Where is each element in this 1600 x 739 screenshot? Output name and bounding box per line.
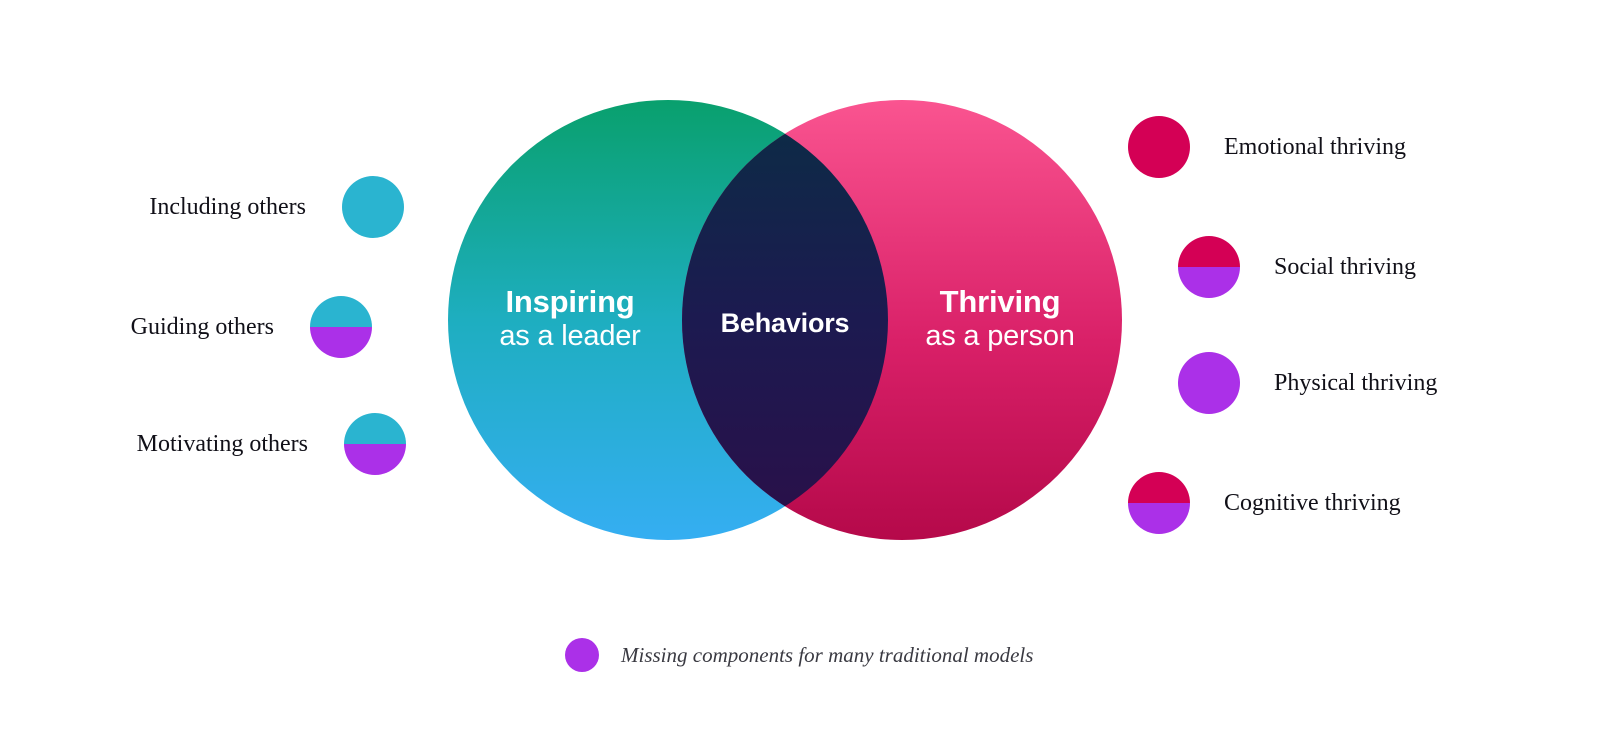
legend-label-motivating-others: Motivating others — [136, 430, 308, 457]
dot-half-bottom — [342, 207, 404, 238]
dot-half-bottom — [344, 444, 406, 475]
legend-item-emotional-thriving[interactable]: Emotional thriving — [1128, 116, 1406, 178]
legend-label-including-others: Including others — [149, 193, 306, 220]
dot-half-top — [344, 413, 406, 444]
dot-half-top — [1128, 116, 1190, 147]
dot-half-bottom — [310, 327, 372, 358]
dot-half-bottom — [1128, 503, 1190, 534]
dot-half-bottom — [1178, 267, 1240, 298]
legend-item-social-thriving[interactable]: Social thriving — [1178, 236, 1416, 298]
footnote: Missing components for many traditional … — [565, 638, 1033, 672]
dot-half-top — [1128, 472, 1190, 503]
legend-item-guiding-others[interactable]: Guiding others — [0, 296, 372, 358]
legend-dot-emotional-thriving — [1128, 116, 1190, 178]
footnote-dot-icon — [565, 638, 599, 672]
legend-dot-guiding-others — [310, 296, 372, 358]
footnote-text: Missing components for many traditional … — [621, 642, 1034, 667]
legend-item-including-others[interactable]: Including others — [0, 176, 404, 238]
dot-half-top — [1178, 352, 1240, 383]
legend-label-physical-thriving: Physical thriving — [1274, 369, 1438, 396]
legend-item-cognitive-thriving[interactable]: Cognitive thriving — [1128, 472, 1401, 534]
dot-half-top — [310, 296, 372, 327]
legend-dot-physical-thriving — [1178, 352, 1240, 414]
dot-half-bottom — [1178, 383, 1240, 414]
legend-item-motivating-others[interactable]: Motivating others — [0, 413, 406, 475]
dot-half-top — [342, 176, 404, 207]
legend-dot-including-others — [342, 176, 404, 238]
legend-label-emotional-thriving: Emotional thriving — [1224, 133, 1406, 160]
legend-label-guiding-others: Guiding others — [130, 313, 274, 340]
legend-item-physical-thriving[interactable]: Physical thriving — [1178, 352, 1437, 414]
legend-dot-motivating-others — [344, 413, 406, 475]
venn-intersection-lens — [682, 100, 888, 540]
legend-label-social-thriving: Social thriving — [1274, 253, 1416, 280]
dot-half-bottom — [565, 655, 599, 672]
legend-dot-cognitive-thriving — [1128, 472, 1190, 534]
legend-label-cognitive-thriving: Cognitive thriving — [1224, 489, 1401, 516]
dot-half-top — [1178, 236, 1240, 267]
legend-dot-social-thriving — [1178, 236, 1240, 298]
dot-half-bottom — [1128, 147, 1190, 178]
dot-half-top — [565, 638, 599, 655]
